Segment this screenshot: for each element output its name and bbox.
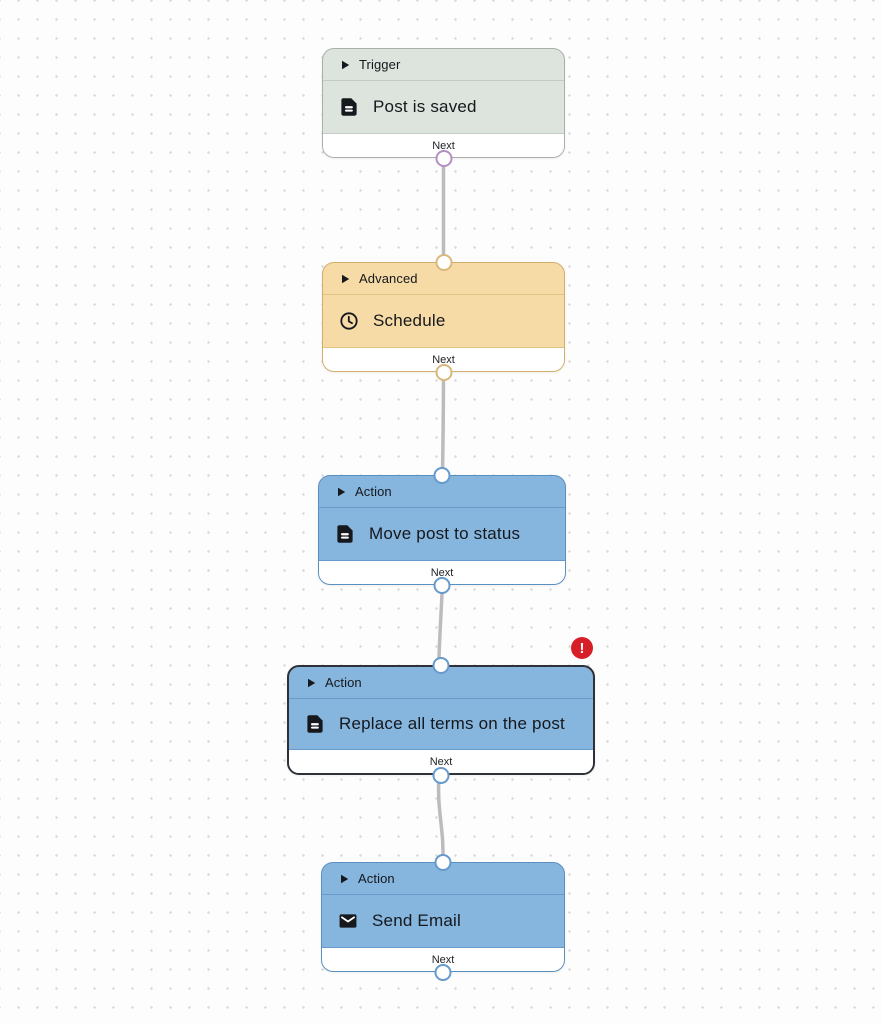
- node-header[interactable]: Action: [289, 667, 593, 699]
- node-body[interactable]: Schedule: [323, 295, 564, 348]
- node-category-label: Trigger: [359, 57, 401, 72]
- node-title: Post is saved: [373, 97, 477, 116]
- node-category-label: Action: [358, 871, 395, 886]
- clock-icon: [340, 312, 358, 330]
- node-header[interactable]: Trigger: [323, 49, 564, 81]
- node-category-label: Action: [355, 484, 392, 499]
- node-category-label: Advanced: [359, 271, 418, 286]
- node-body[interactable]: Send Email: [322, 895, 564, 948]
- output-port[interactable]: [435, 364, 452, 381]
- node-next-area[interactable]: Next: [319, 561, 565, 584]
- node-body[interactable]: Move post to status: [319, 508, 565, 561]
- node-body[interactable]: Post is saved: [323, 81, 564, 134]
- node-title: Replace all terms on the post: [339, 714, 565, 733]
- workflow-node-action-send-email[interactable]: Action Send Email Next: [321, 854, 565, 981]
- envelope-icon: [339, 914, 357, 928]
- node-title: Move post to status: [369, 524, 521, 543]
- node-next-area[interactable]: Next: [323, 134, 564, 157]
- play-triangle-icon: [342, 274, 350, 283]
- input-port[interactable]: [432, 657, 450, 674]
- workflow-node-action-move-post[interactable]: Action Move post to status Next: [318, 467, 566, 594]
- output-port[interactable]: [432, 767, 450, 784]
- node-next-label: Next: [430, 566, 454, 579]
- connector: [436, 773, 445, 864]
- workflow-node-action-replace-terms[interactable]: Action Replace all terms on the post Nex…: [287, 637, 595, 784]
- play-triangle-icon: [342, 60, 350, 69]
- document-icon: [337, 525, 353, 543]
- output-port[interactable]: [433, 577, 451, 594]
- error-badge-icon: !: [571, 637, 593, 659]
- document-icon: [341, 98, 357, 116]
- node-next-area[interactable]: Next: [289, 750, 593, 773]
- node-header[interactable]: Action: [322, 863, 564, 895]
- node-body[interactable]: Replace all terms on the post: [289, 699, 593, 750]
- node-header[interactable]: Action: [319, 476, 565, 508]
- workflow-node-advanced[interactable]: Advanced Schedule Next: [322, 254, 565, 381]
- play-triangle-icon: [308, 678, 316, 687]
- node-next-label: Next: [432, 139, 455, 152]
- connector: [440, 371, 446, 477]
- output-port[interactable]: [435, 150, 452, 167]
- input-port[interactable]: [434, 854, 452, 871]
- document-icon: [307, 715, 323, 733]
- output-port[interactable]: [434, 964, 452, 981]
- node-next-label: Next: [431, 953, 455, 966]
- node-next-label: Next: [432, 353, 455, 366]
- play-triangle-icon: [338, 487, 346, 496]
- node-title: Schedule: [373, 311, 446, 330]
- node-title: Send Email: [372, 911, 461, 930]
- node-next-area[interactable]: Next: [322, 948, 564, 971]
- input-port[interactable]: [433, 467, 451, 484]
- input-port[interactable]: [435, 254, 452, 271]
- node-category-label: Action: [325, 675, 362, 690]
- node-next-label: Next: [429, 755, 453, 768]
- node-next-area[interactable]: Next: [323, 348, 564, 371]
- connector: [437, 581, 445, 667]
- node-header[interactable]: Advanced: [323, 263, 564, 295]
- workflow-node-trigger[interactable]: Trigger Post is saved Next: [322, 48, 565, 167]
- play-triangle-icon: [341, 874, 349, 883]
